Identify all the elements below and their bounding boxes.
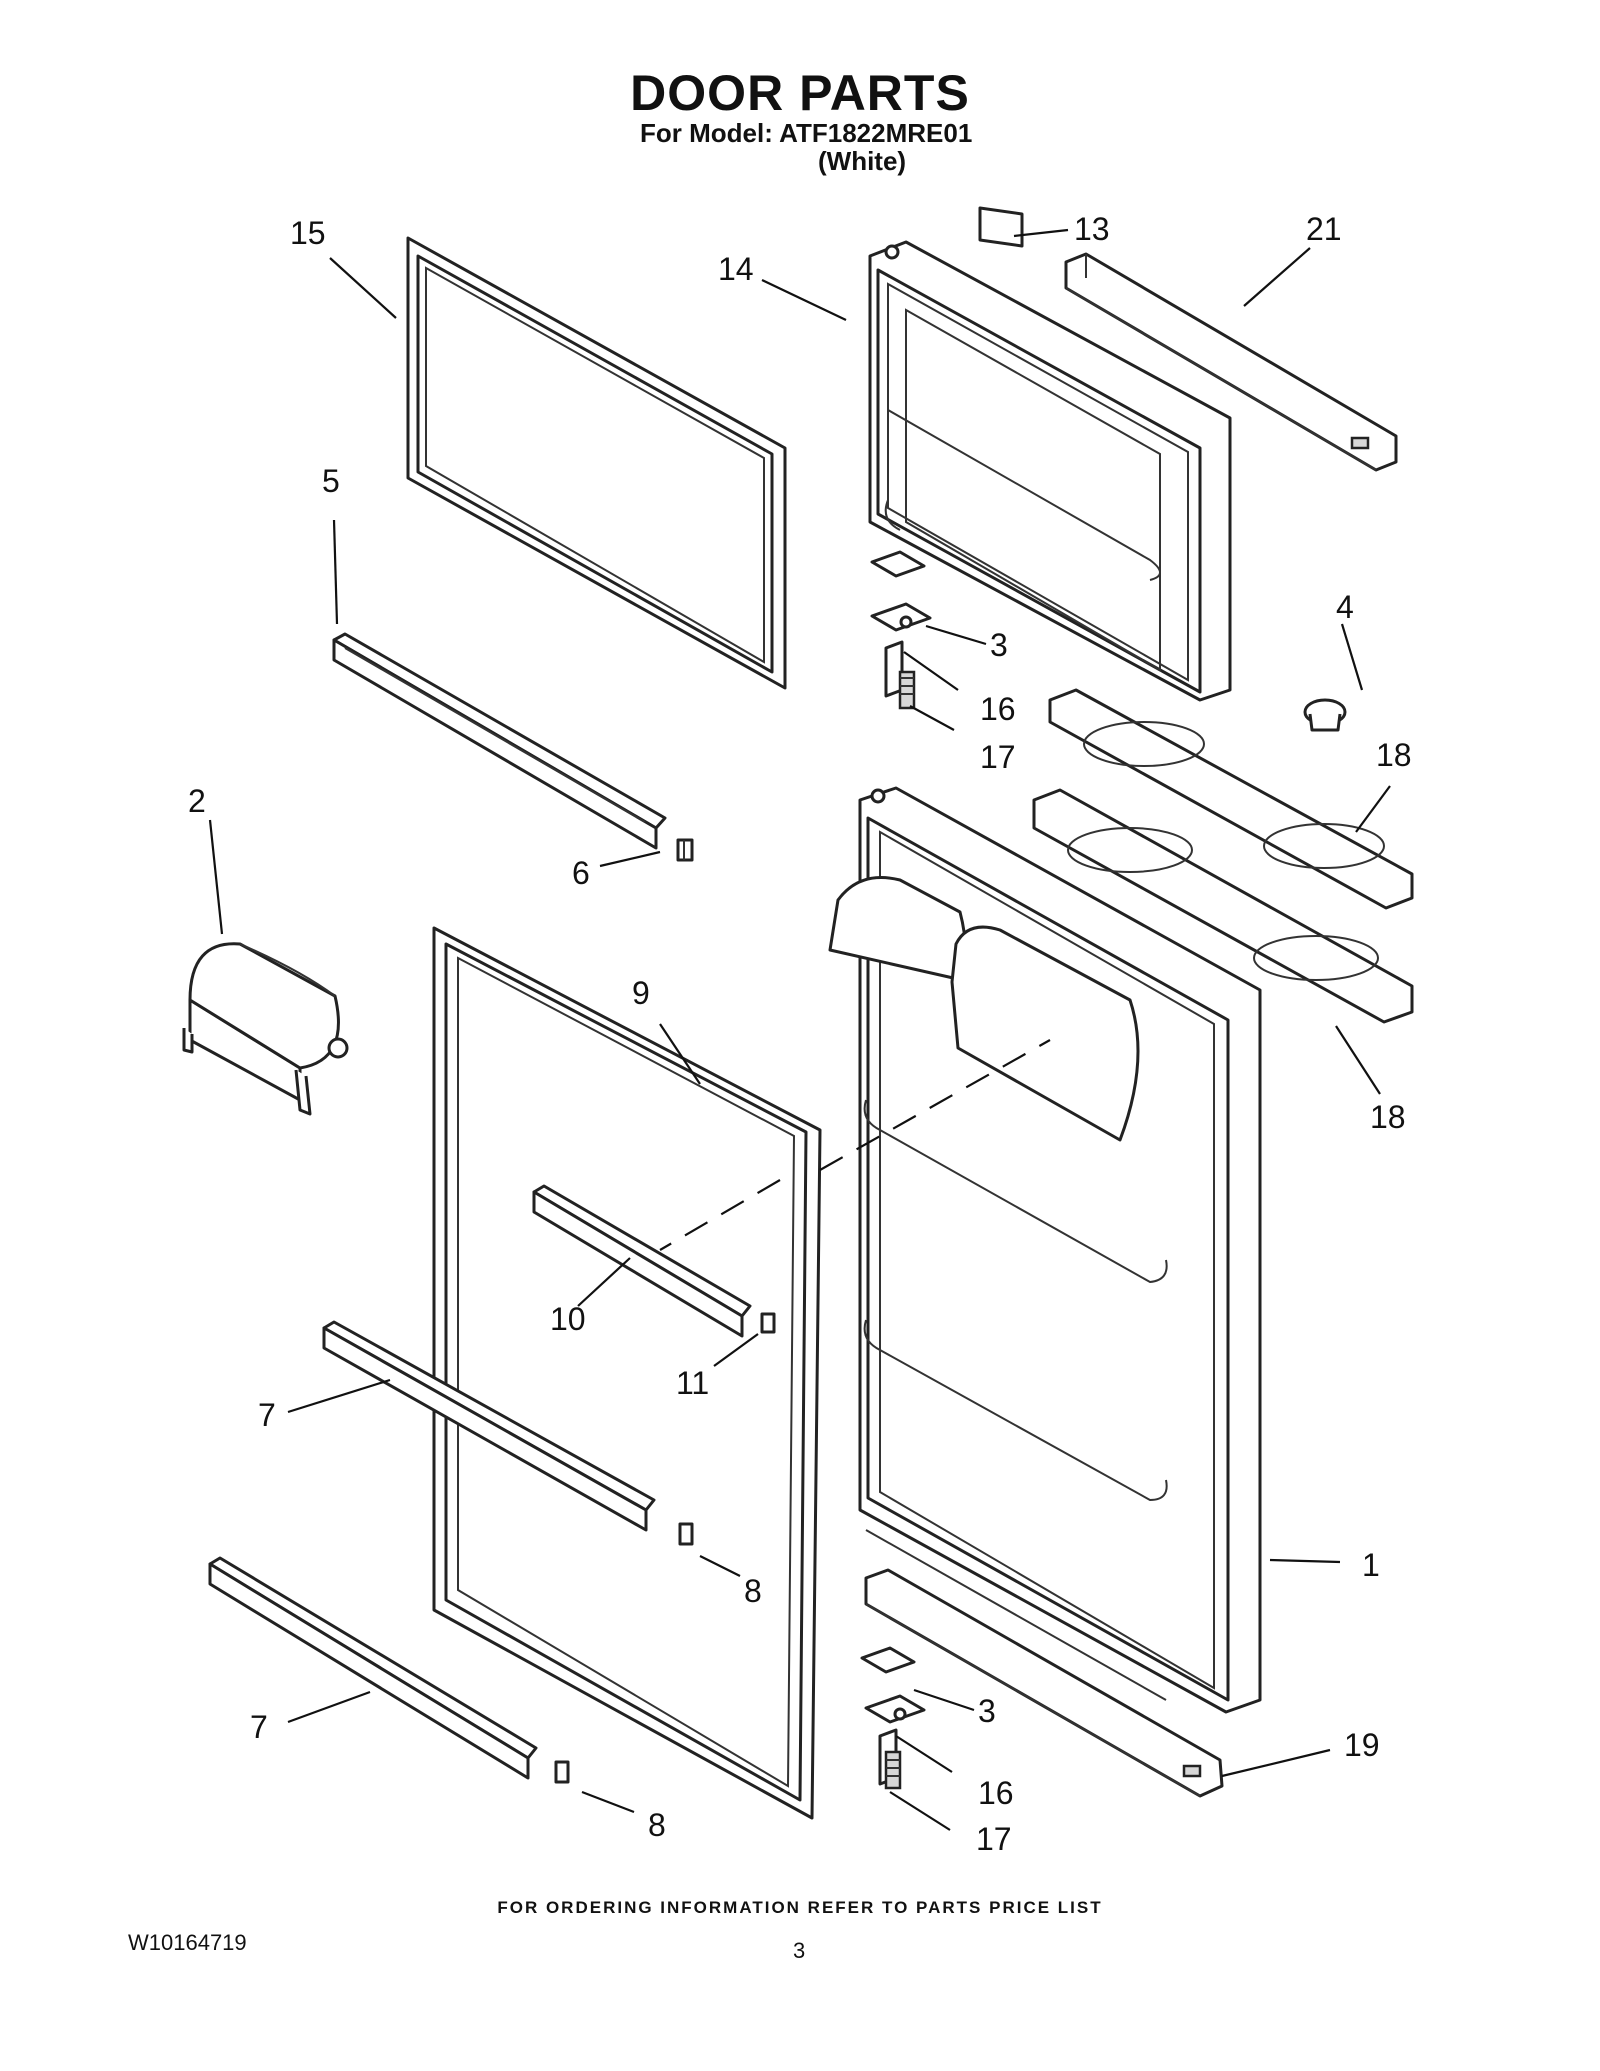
door-shelf-trim-lower	[208, 1556, 538, 1780]
page-title: DOOR PARTS	[630, 65, 970, 121]
dairy-compartment-door	[182, 942, 349, 1116]
lower-hinge-assembly	[860, 1646, 926, 1790]
callout-18-lower: 18	[1370, 1099, 1406, 1135]
callout-18-upper: 18	[1376, 737, 1412, 773]
callout-9: 9	[632, 975, 650, 1011]
callout-6: 6	[572, 855, 590, 891]
freezer-door	[868, 240, 1232, 702]
callout-3-lower: 3	[978, 1693, 996, 1729]
callout-2: 2	[188, 783, 206, 819]
callout-10: 10	[550, 1301, 586, 1337]
alignment-line-gasket-to-trim	[659, 1179, 781, 1251]
alignment-line-door-to-shelf	[819, 1039, 1051, 1171]
freezer-door-top-trim	[1064, 252, 1398, 472]
hole-plug	[1303, 698, 1347, 732]
callout-17-lower: 17	[976, 1821, 1012, 1857]
model-color: (White)	[818, 146, 907, 176]
ordering-note: FOR ORDERING INFORMATION REFER TO PARTS …	[497, 1898, 1103, 1917]
callout-8-lower: 8	[648, 1807, 666, 1843]
callout-5: 5	[322, 463, 340, 499]
fresh-food-door-gasket	[432, 926, 822, 1820]
fresh-food-door	[828, 786, 1262, 1714]
freezer-door-handle	[1048, 688, 1414, 910]
callout-15: 15	[290, 215, 326, 251]
door-shelf-trim-lower-end-cap	[554, 1760, 570, 1784]
page-number: 3	[793, 1938, 806, 1963]
label-plate	[978, 206, 1024, 248]
callout-21: 21	[1306, 211, 1342, 247]
callout-1: 1	[1362, 1547, 1380, 1583]
callout-19: 19	[1344, 1727, 1380, 1763]
callout-16-upper: 16	[980, 691, 1016, 727]
fresh-food-door-bottom-trim	[864, 1568, 1224, 1798]
callout-4: 4	[1336, 589, 1354, 625]
callout-8-upper: 8	[744, 1573, 762, 1609]
upper-hinge-assembly	[870, 550, 932, 710]
callout-7-upper: 7	[258, 1397, 276, 1433]
callout-17-upper: 17	[980, 739, 1016, 775]
door-shelf-trim-end-cap	[760, 1312, 776, 1334]
model-number: For Model: ATF1822MRE01	[640, 118, 973, 148]
callout-7-lower: 7	[250, 1709, 268, 1745]
callout-11: 11	[676, 1365, 709, 1401]
freezer-shelf-trim	[332, 632, 667, 850]
callout-3-upper: 3	[990, 627, 1008, 663]
callout-13: 13	[1074, 211, 1110, 247]
freezer-trim-end-cap	[676, 838, 694, 862]
freezer-door-gasket	[406, 236, 787, 690]
door-shelf-trim	[532, 1184, 752, 1338]
callout-labels: 1 2 3 3 4 5 6 7 7 8 8 9 10 11 13 14 15 1…	[188, 211, 1412, 1857]
callout-14: 14	[718, 251, 754, 287]
door-shelf-trim-upper-end-cap	[678, 1522, 694, 1546]
door-shelf-trim-upper	[322, 1320, 656, 1532]
callout-16-lower: 16	[978, 1775, 1014, 1811]
leader-lines	[208, 228, 1391, 1831]
fresh-food-door-handle	[1032, 788, 1414, 1024]
document-number: W10164719	[128, 1930, 247, 1955]
